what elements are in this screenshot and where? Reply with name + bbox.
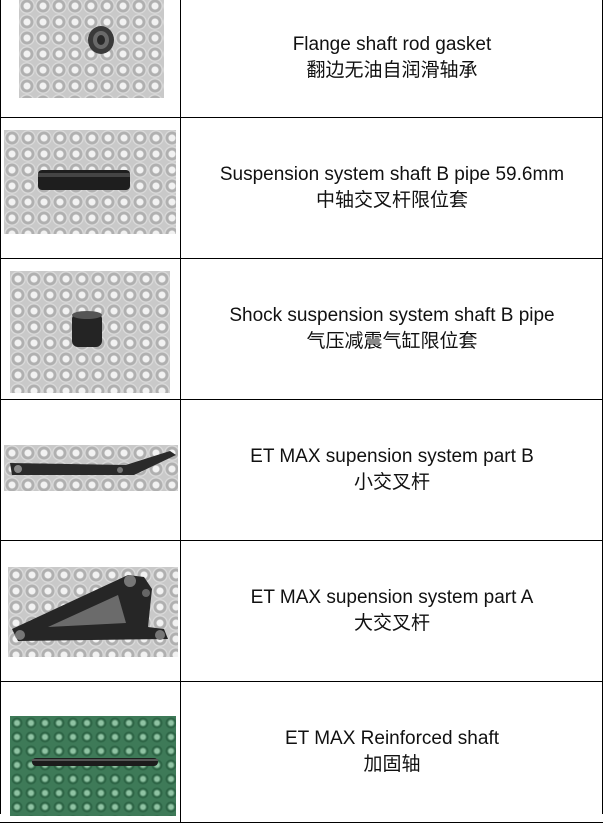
part-image-cell (0, 118, 181, 258)
part-name-en: ET MAX Reinforced shaft (284, 728, 500, 749)
part-image-cell (0, 0, 181, 117)
part-photo (4, 130, 176, 234)
part-photo (10, 716, 176, 816)
part-image-cell (0, 400, 181, 540)
part-image-cell (0, 682, 181, 822)
table-row: Shock suspension system shaft B pipe 气压减… (0, 259, 603, 400)
table-row: ET MAX supension system part A 大交叉杆 (0, 541, 603, 682)
part-description: Flange shaft rod gasket 翻边无油自润滑轴承 (181, 0, 603, 117)
triangle-bracket-icon (12, 575, 168, 641)
short-sleeve-icon (72, 311, 102, 347)
part-photo (19, 0, 164, 98)
long-lever-icon (10, 451, 176, 475)
part-description: ET MAX Reinforced shaft 加固轴 (181, 682, 603, 822)
part-description: Suspension system shaft B pipe 59.6mm 中轴… (181, 118, 603, 258)
part-name-en: ET MAX supension system part A (250, 587, 534, 608)
part-name-zh: 气压减震气缸限位套 (306, 331, 478, 352)
part-name-zh: 中轴交叉杆限位套 (315, 190, 468, 211)
black-pipe-icon (38, 170, 130, 190)
rod-shaft-icon (32, 758, 158, 766)
part-name-zh: 大交叉杆 (353, 613, 430, 634)
part-photo (10, 271, 170, 393)
round-gasket-icon (88, 26, 114, 54)
part-description: ET MAX supension system part A 大交叉杆 (181, 541, 603, 681)
part-name-en: Flange shaft rod gasket (292, 33, 492, 55)
part-name-en: Suspension system shaft B pipe 59.6mm (219, 164, 565, 185)
part-description: ET MAX supension system part B 小交叉杆 (181, 400, 603, 540)
table-row: Flange shaft rod gasket 翻边无油自润滑轴承 (0, 0, 603, 118)
part-name-en: Shock suspension system shaft B pipe (229, 305, 555, 326)
table-row: Suspension system shaft B pipe 59.6mm 中轴… (0, 118, 603, 259)
part-photo (8, 567, 178, 657)
part-name-zh: 加固轴 (363, 754, 421, 775)
table-row: ET MAX Reinforced shaft 加固轴 (0, 682, 603, 823)
part-photo (4, 445, 178, 491)
part-name-en: ET MAX supension system part B (250, 446, 534, 467)
part-image-cell (0, 259, 181, 399)
part-image-cell (0, 541, 181, 681)
table-row: ET MAX supension system part B 小交叉杆 (0, 400, 603, 541)
part-name-zh: 小交叉杆 (353, 472, 430, 493)
part-description: Shock suspension system shaft B pipe 气压减… (181, 259, 603, 399)
part-name-zh: 翻边无油自润滑轴承 (306, 59, 478, 81)
